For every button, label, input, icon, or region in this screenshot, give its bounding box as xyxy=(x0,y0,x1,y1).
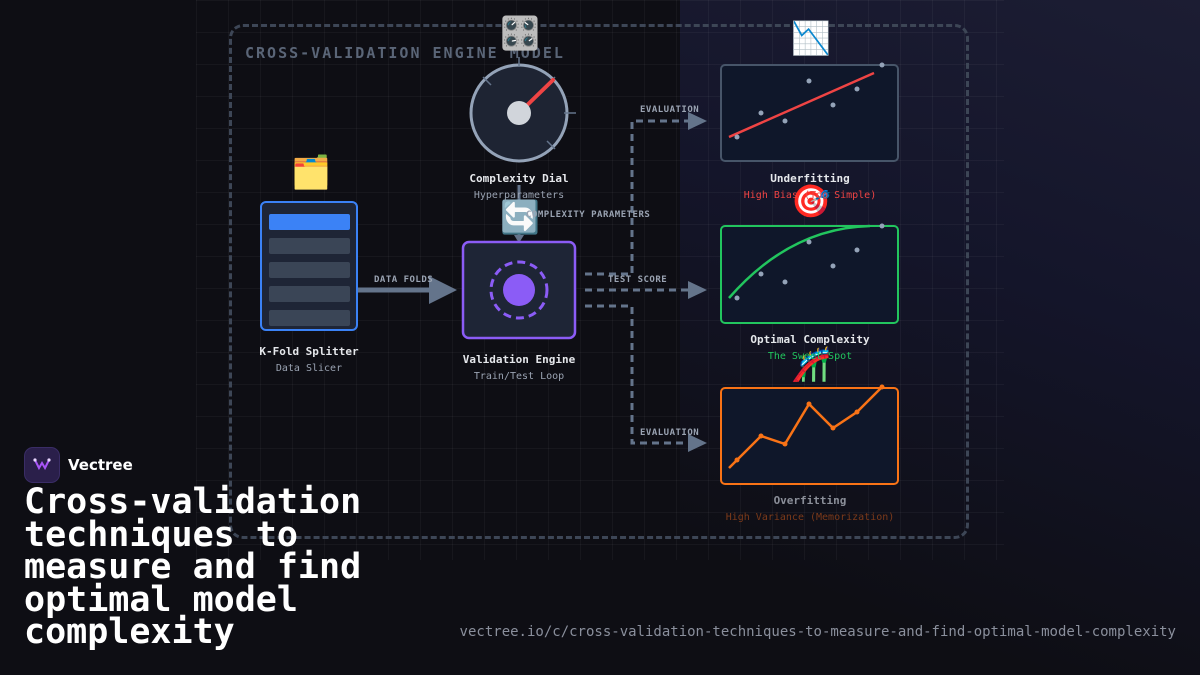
folder-dividers-icon: 🗂️ xyxy=(291,153,331,191)
arrowhead xyxy=(688,434,707,452)
dial-label: Complexity Dial xyxy=(469,172,569,185)
edge-label-data-folds: DATA FOLDS xyxy=(374,275,434,285)
page-headline: Cross-validation techniques to measure a… xyxy=(24,482,362,652)
edge-label-evaluation-top: EVALUATION xyxy=(640,105,700,115)
dial-sublabel: Hyperparameters xyxy=(473,190,565,201)
underfitting-plot xyxy=(720,62,899,162)
edge-label-evaluation-bottom: EVALUATION xyxy=(640,428,700,438)
fold-bar xyxy=(269,286,350,302)
chart-decreasing-icon: 📉 xyxy=(791,19,831,57)
fold-bar xyxy=(269,262,350,278)
edge-label-test-score: TEST SCORE xyxy=(608,275,668,285)
arrowhead xyxy=(688,281,707,299)
brand-name: Vectree xyxy=(68,456,133,474)
splitter-box xyxy=(260,201,358,331)
diagram-frame xyxy=(229,24,969,539)
fold-bar-active xyxy=(269,214,350,230)
overfitting-label: Overfitting xyxy=(773,494,847,507)
optimal-plot xyxy=(720,223,899,324)
edge-complexity-parameters xyxy=(514,185,524,243)
fold-bar xyxy=(269,238,350,254)
edge-evaluation-bottom xyxy=(585,304,690,445)
splitter-label: K-Fold Splitter xyxy=(259,345,359,358)
edge-evaluation-top xyxy=(585,119,690,276)
overfitting-sublabel: High Variance (Memorization) xyxy=(725,512,895,523)
optimal-sublabel: The Sweet Spot xyxy=(767,351,853,362)
brand[interactable]: Vectree xyxy=(24,447,133,483)
cycle-arrows-icon: 🔄 xyxy=(500,198,540,236)
edge-label-complexity-parameters: COMPLEXITY PARAMETERS xyxy=(526,210,651,220)
roller-coaster-icon: 🎢 xyxy=(791,345,831,383)
engine-sublabel: Train/Test Loop xyxy=(473,371,565,382)
page-url[interactable]: vectree.io/c/cross-validation-techniques… xyxy=(459,624,1176,640)
engine-box xyxy=(461,240,577,340)
target-icon: 🎯 xyxy=(791,182,831,220)
complexity-dial xyxy=(469,57,576,163)
edge-data-folds xyxy=(358,276,457,304)
overfitting-plot xyxy=(720,384,899,485)
arrowhead xyxy=(688,112,707,130)
underfitting-sublabel: High Bias (Too Simple) xyxy=(743,190,877,201)
fold-bar xyxy=(269,310,350,326)
diagram-title: CROSS-VALIDATION ENGINE MODEL xyxy=(245,44,565,62)
splitter-sublabel: Data Slicer xyxy=(275,363,343,374)
optimal-label: Optimal Complexity xyxy=(750,333,870,346)
vectree-logo-icon xyxy=(24,447,60,483)
control-knobs-icon: 🎛️ xyxy=(500,14,540,52)
engine-label: Validation Engine xyxy=(462,353,576,366)
underfitting-label: Underfitting xyxy=(770,172,850,185)
